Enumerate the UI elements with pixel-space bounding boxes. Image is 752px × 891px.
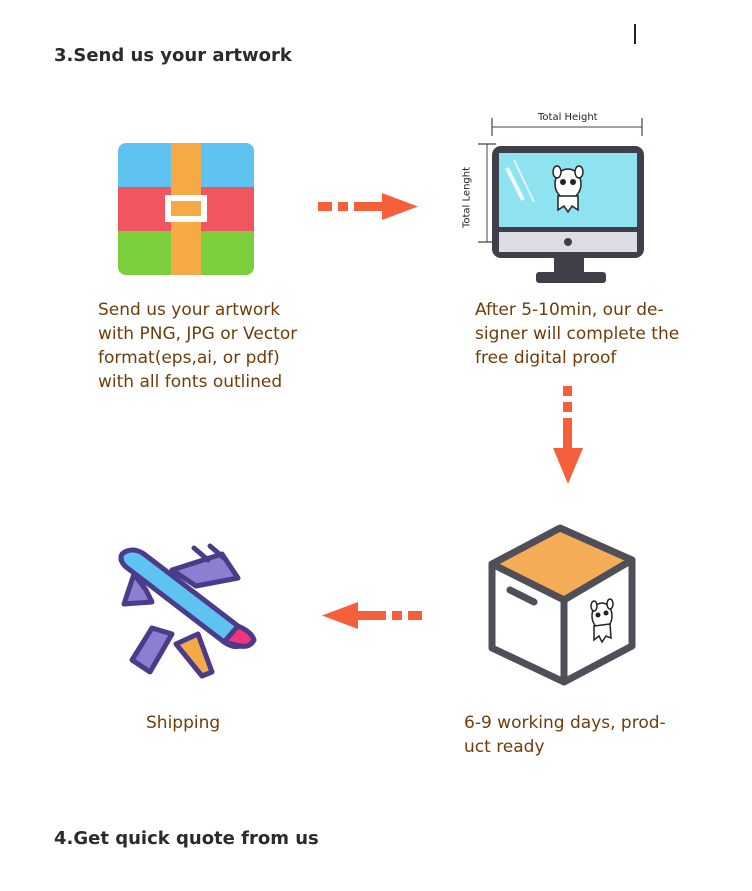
step-proof-line: free digital proof — [475, 348, 617, 368]
step-shipping-line: Shipping — [146, 713, 221, 733]
text-cursor-mark — [634, 24, 636, 44]
arrow-left-icon — [320, 601, 422, 631]
step-production-line: 6-9 working days, prod- — [464, 713, 666, 733]
arrow-down-icon — [552, 386, 584, 486]
step-proof-line: After 5-10min, our de- — [475, 300, 664, 320]
dimension-width-label: Total Height — [538, 112, 598, 123]
arrow-right-icon — [318, 192, 420, 222]
step-proof-description: After 5-10min, our de- signer will compl… — [475, 298, 679, 370]
monitor-icon — [456, 108, 652, 286]
package-box-icon — [118, 143, 254, 275]
cardboard-box-icon — [484, 520, 646, 690]
step-artwork-description: Send us your artwork with PNG, JPG or Ve… — [98, 298, 297, 394]
step-proof-line: signer will complete the — [475, 324, 680, 344]
airplane-icon — [112, 540, 260, 682]
step-artwork-line: with all fonts outlined — [98, 372, 283, 392]
section-heading-get-quote: 4.Get quick quote from us — [54, 828, 319, 849]
step-artwork-line: format(eps,ai, or pdf) — [98, 348, 280, 368]
step-production-description: 6-9 working days, prod- uct ready — [464, 711, 666, 759]
step-shipping-description: Shipping — [146, 711, 220, 735]
step-artwork-line: with PNG, JPG or Vector — [98, 324, 298, 344]
step-production-line: uct ready — [464, 737, 545, 757]
section-heading-send-artwork: 3.Send us your artwork — [54, 45, 292, 66]
dimension-height-label: Total Lenght — [461, 166, 473, 229]
step-artwork-line: Send us your artwork — [98, 300, 281, 320]
